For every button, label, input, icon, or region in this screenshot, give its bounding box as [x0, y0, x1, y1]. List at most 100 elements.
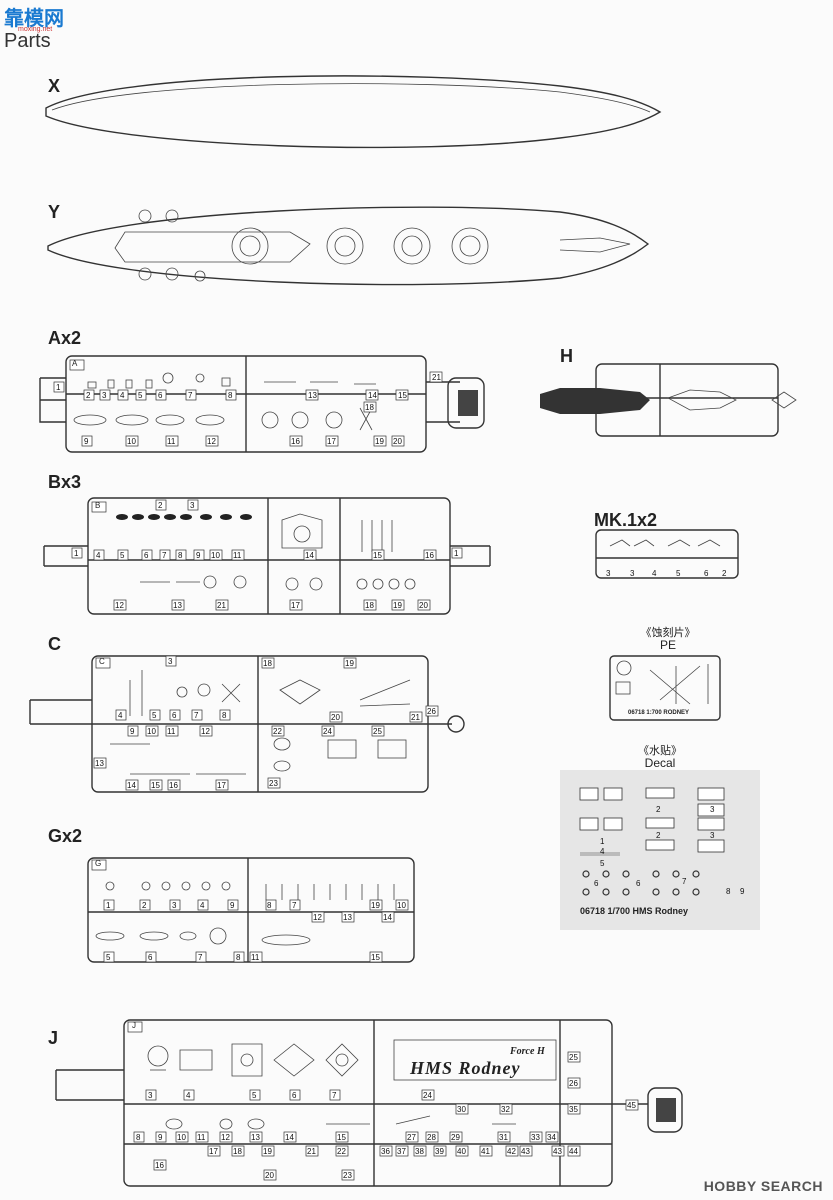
- svg-text:1: 1: [600, 837, 605, 846]
- svg-text:1: 1: [74, 549, 79, 558]
- svg-text:21: 21: [217, 601, 226, 610]
- svg-text:18: 18: [365, 601, 374, 610]
- svg-text:5: 5: [676, 569, 681, 578]
- svg-text:18: 18: [233, 1147, 242, 1156]
- svg-text:8: 8: [178, 551, 183, 560]
- svg-text:13: 13: [343, 913, 352, 922]
- svg-text:14: 14: [285, 1133, 294, 1142]
- svg-text:2: 2: [142, 901, 147, 910]
- svg-text:6: 6: [292, 1091, 297, 1100]
- svg-text:13: 13: [308, 391, 317, 400]
- svg-text:16: 16: [425, 551, 434, 560]
- svg-text:9: 9: [158, 1133, 163, 1142]
- svg-text:17: 17: [209, 1147, 218, 1156]
- svg-text:20: 20: [419, 601, 428, 610]
- svg-text:2: 2: [86, 391, 91, 400]
- svg-text:43: 43: [521, 1147, 530, 1156]
- svg-text:11: 11: [233, 551, 242, 560]
- svg-text:19: 19: [263, 1147, 272, 1156]
- svg-text:12: 12: [115, 601, 124, 610]
- svg-text:14: 14: [383, 913, 392, 922]
- pe-caption-cn: 《蚀刻片》: [640, 627, 696, 639]
- svg-text:2: 2: [656, 831, 661, 840]
- svg-text:15: 15: [337, 1133, 346, 1142]
- sprue-c-letter: C: [99, 657, 105, 666]
- svg-text:6: 6: [172, 711, 177, 720]
- svg-text:24: 24: [423, 1091, 432, 1100]
- svg-text:20: 20: [265, 1171, 274, 1180]
- svg-text:2: 2: [158, 501, 163, 510]
- svg-text:9: 9: [130, 727, 135, 736]
- svg-text:1: 1: [454, 549, 459, 558]
- svg-text:6: 6: [594, 879, 599, 888]
- svg-text:7: 7: [162, 551, 167, 560]
- svg-text:9: 9: [230, 901, 235, 910]
- svg-text:1: 1: [106, 901, 111, 910]
- watermark: HOBBY SEARCH: [703, 1178, 823, 1194]
- site-logo-sub: moxing.net: [18, 26, 53, 33]
- svg-text:11: 11: [197, 1133, 206, 1142]
- svg-text:6: 6: [148, 953, 153, 962]
- svg-text:20: 20: [331, 713, 340, 722]
- svg-text:11: 11: [167, 727, 176, 736]
- svg-text:4: 4: [118, 711, 123, 720]
- svg-text:22: 22: [337, 1147, 346, 1156]
- svg-text:9: 9: [196, 551, 201, 560]
- page-title: Parts: [4, 30, 51, 52]
- svg-text:25: 25: [373, 727, 382, 736]
- svg-text:29: 29: [451, 1133, 460, 1142]
- svg-text:23: 23: [269, 779, 278, 788]
- svg-text:24: 24: [323, 727, 332, 736]
- svg-text:27: 27: [407, 1133, 416, 1142]
- svg-text:10: 10: [177, 1133, 186, 1142]
- j-plate-name: HMS Rodney: [410, 1058, 521, 1078]
- svg-text:13: 13: [251, 1133, 260, 1142]
- svg-text:5: 5: [138, 391, 143, 400]
- svg-text:4: 4: [652, 569, 657, 578]
- svg-text:35: 35: [569, 1105, 578, 1114]
- svg-text:34: 34: [547, 1133, 556, 1142]
- svg-text:32: 32: [501, 1105, 510, 1114]
- svg-text:12: 12: [313, 913, 322, 922]
- pe-caption-en: PE: [659, 638, 676, 652]
- svg-text:5: 5: [600, 859, 605, 868]
- svg-text:11: 11: [251, 953, 260, 962]
- svg-text:16: 16: [155, 1161, 164, 1170]
- sprue-h: [540, 363, 797, 437]
- svg-text:7: 7: [194, 711, 199, 720]
- label-b: Bx3: [48, 472, 82, 492]
- svg-text:7: 7: [198, 953, 203, 962]
- svg-text:42: 42: [507, 1147, 516, 1156]
- svg-text:4: 4: [186, 1091, 191, 1100]
- pe-fret: [609, 655, 721, 721]
- svg-text:4: 4: [600, 847, 605, 856]
- svg-text:17: 17: [291, 601, 300, 610]
- site-logo: 靠模网: [4, 8, 64, 30]
- svg-text:3: 3: [172, 901, 177, 910]
- svg-text:26: 26: [427, 707, 436, 716]
- svg-text:33: 33: [531, 1133, 540, 1142]
- pe-code: 06718 1:700 RODNEY: [628, 710, 690, 716]
- svg-text:7: 7: [292, 901, 297, 910]
- svg-text:16: 16: [291, 437, 300, 446]
- svg-text:19: 19: [345, 659, 354, 668]
- svg-text:6: 6: [144, 551, 149, 560]
- svg-text:7: 7: [682, 877, 687, 886]
- svg-text:3: 3: [606, 569, 611, 578]
- svg-text:31: 31: [499, 1133, 508, 1142]
- svg-text:1: 1: [56, 383, 61, 392]
- svg-text:7: 7: [332, 1091, 337, 1100]
- svg-text:2: 2: [656, 805, 661, 814]
- svg-text:39: 39: [435, 1147, 444, 1156]
- svg-text:5: 5: [120, 551, 125, 560]
- sprue-a-letter: A: [72, 359, 78, 368]
- decal-caption: 06718 1/700 HMS Rodney: [580, 906, 689, 916]
- svg-text:12: 12: [207, 437, 216, 446]
- label-a: Ax2: [48, 328, 82, 348]
- svg-text:41: 41: [481, 1147, 490, 1156]
- svg-text:8: 8: [222, 711, 227, 720]
- svg-text:30: 30: [457, 1105, 466, 1114]
